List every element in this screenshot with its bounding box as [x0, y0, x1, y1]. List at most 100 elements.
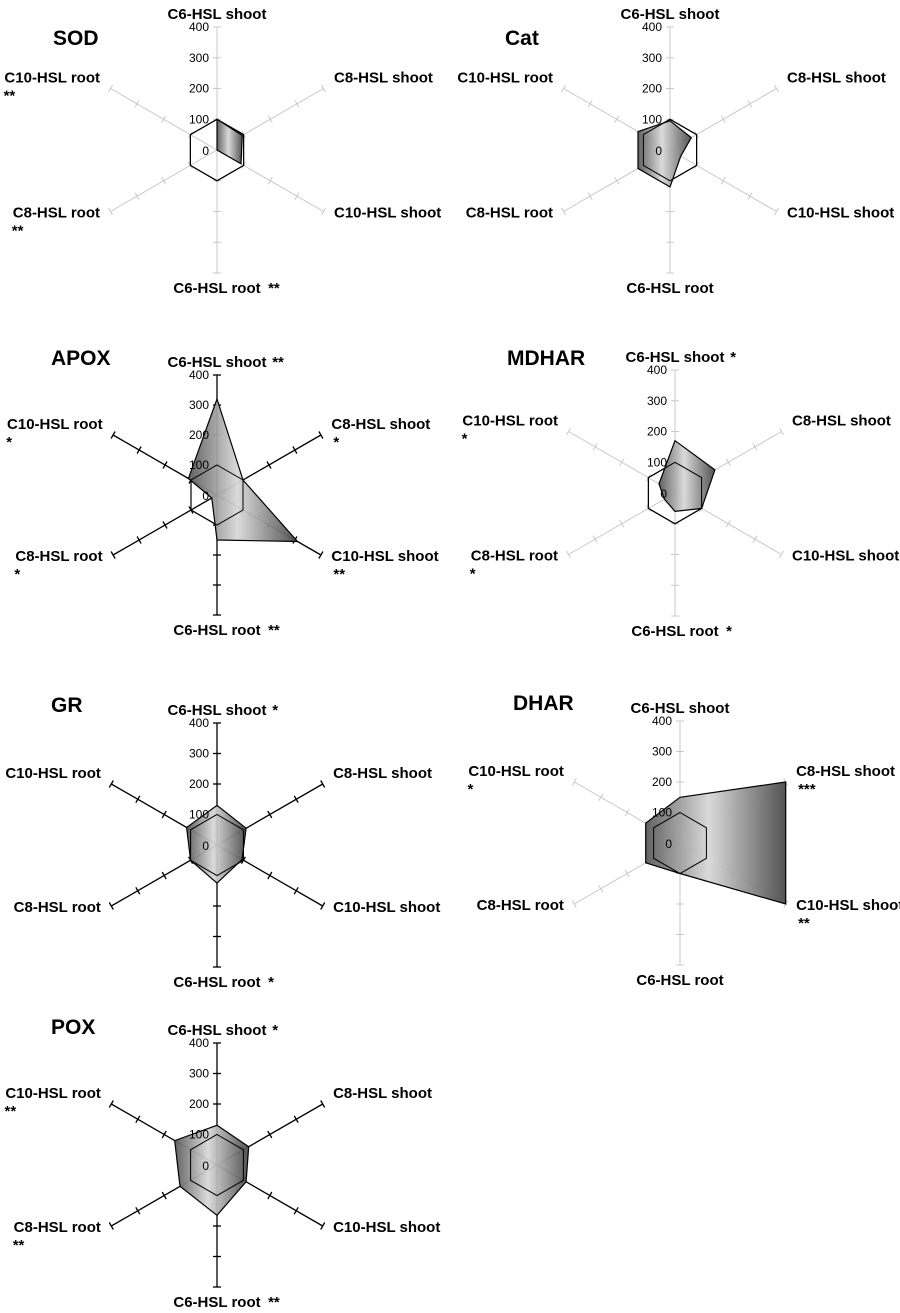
treatment-series-polygon — [185, 804, 247, 884]
tick-label: 100 — [647, 455, 667, 469]
tick-mark — [320, 1100, 326, 1108]
axis-label: C6-HSL root — [173, 280, 260, 297]
significance-marker: * — [272, 702, 278, 719]
tick-label: 400 — [652, 714, 672, 728]
tick-mark — [747, 192, 753, 200]
axis-label: C6-HSL root — [173, 622, 260, 639]
axis-label: C10-HSL root — [457, 70, 553, 87]
panel-title: GR — [51, 694, 83, 717]
axis-label: C10-HSL root — [462, 413, 558, 430]
tick-label: 400 — [189, 1036, 209, 1050]
tick-mark — [108, 207, 113, 216]
axis-label: C10-HSL shoot — [331, 548, 438, 565]
treatment-series-polygon — [216, 118, 243, 165]
tick-mark — [162, 521, 168, 529]
panel-title: DHAR — [513, 692, 574, 715]
tick-mark — [267, 871, 273, 880]
tick-label: 200 — [189, 82, 209, 96]
panel-title: MDHAR — [507, 347, 585, 370]
tick-label: 200 — [652, 775, 672, 789]
tick-mark — [614, 177, 620, 185]
panel-title: SOD — [53, 27, 99, 50]
control-series-outline — [190, 464, 244, 526]
axis-label: C8-HSL root — [471, 548, 558, 565]
tick-mark — [592, 535, 598, 543]
tick-mark — [318, 551, 324, 559]
tick-label: 400 — [189, 368, 209, 382]
tick-mark — [320, 1222, 326, 1230]
significance-marker: ** — [13, 1237, 25, 1254]
tick-mark — [135, 795, 141, 804]
tick-label: 0 — [202, 839, 209, 853]
significance-marker: * — [470, 566, 476, 583]
significance-marker: ** — [5, 1103, 17, 1120]
tick-mark — [136, 446, 142, 454]
significance-marker: ** — [268, 622, 280, 639]
tick-label: 100 — [189, 458, 209, 472]
control-series-outline — [642, 118, 698, 182]
tick-mark — [162, 461, 168, 469]
axis-label: C8-HSL shoot — [796, 763, 895, 780]
tick-mark — [318, 431, 324, 439]
tick-mark — [267, 1191, 273, 1200]
tick-mark — [293, 1206, 299, 1215]
axis-label: C8-HSL shoot — [334, 70, 433, 87]
axis-label: C10-HSL root — [468, 763, 564, 780]
tick-label: 100 — [642, 112, 662, 126]
tick-mark — [587, 192, 593, 200]
tick-label: 100 — [189, 112, 209, 126]
tick-mark — [294, 192, 300, 200]
significance-marker: ** — [798, 915, 810, 932]
tick-mark — [108, 1222, 114, 1230]
tick-label: 0 — [655, 144, 662, 158]
axis-label: C8-HSL shoot — [792, 413, 891, 430]
tick-mark — [725, 520, 731, 528]
panel-title: POX — [51, 1016, 95, 1039]
tick-mark — [293, 886, 299, 895]
tick-mark — [161, 1130, 167, 1139]
tick-mark — [108, 902, 114, 910]
tick-label: 200 — [189, 428, 209, 442]
tick-mark — [320, 780, 326, 788]
axis-label: C10-HSL shoot — [334, 205, 441, 222]
significance-marker: * — [730, 349, 736, 366]
tick-mark — [110, 551, 116, 559]
axis-label: C8-HSL root — [15, 548, 102, 565]
tick-mark — [267, 177, 273, 185]
tick-mark — [134, 192, 140, 200]
control-series-outline — [647, 461, 703, 525]
axis-label: C8-HSL shoot — [333, 765, 432, 782]
tick-mark — [135, 886, 141, 895]
tick-label: 400 — [189, 716, 209, 730]
tick-mark — [592, 443, 598, 451]
tick-mark — [161, 115, 167, 123]
significance-marker: ** — [268, 280, 280, 297]
tick-mark — [161, 1191, 167, 1200]
tick-label: 0 — [202, 144, 209, 158]
axis-label: C6-HSL shoot — [168, 6, 267, 23]
significance-marker: ** — [12, 223, 24, 240]
axis-label: C6-HSL shoot — [168, 702, 267, 719]
axis-label: C8-HSL shoot — [787, 70, 886, 87]
tick-label: 0 — [202, 489, 209, 503]
significance-marker: ** — [272, 354, 284, 371]
tick-label: 300 — [647, 394, 667, 408]
axis-label: C8-HSL root — [14, 1219, 101, 1236]
significance-marker: ** — [4, 88, 16, 105]
tick-mark — [161, 177, 167, 185]
tick-mark — [267, 1130, 273, 1139]
tick-label: 300 — [189, 747, 209, 761]
significance-marker: ** — [268, 1294, 280, 1311]
tick-mark — [619, 520, 625, 528]
tick-mark — [110, 431, 116, 439]
axis-label: C8-HSL root — [466, 205, 553, 222]
tick-mark — [266, 461, 272, 469]
tick-mark — [321, 207, 326, 216]
tick-mark — [136, 536, 142, 544]
axis-label: C8-HSL shoot — [331, 416, 430, 433]
tick-label: 300 — [189, 1067, 209, 1081]
